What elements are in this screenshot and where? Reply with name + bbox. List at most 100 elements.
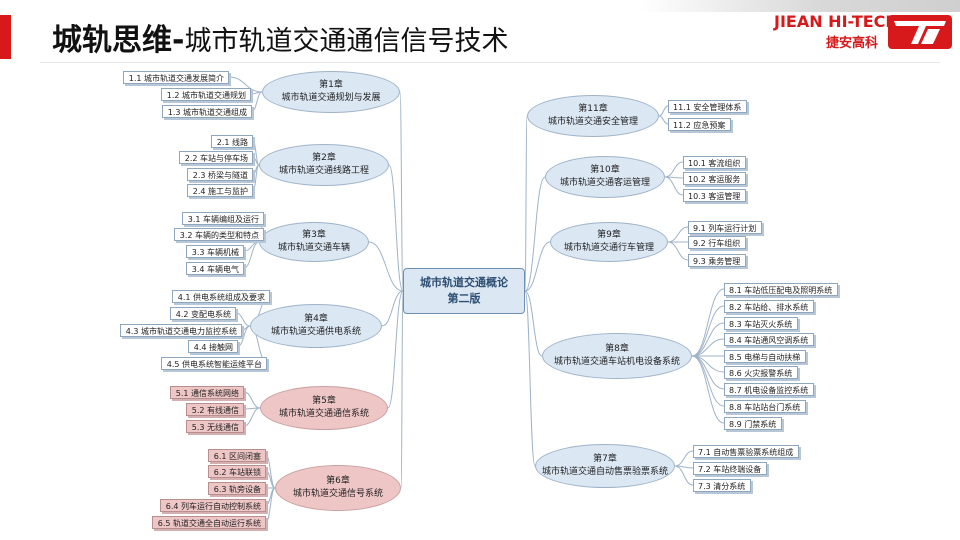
- connector-c9-1: [667, 226, 689, 243]
- topic-c2-3[interactable]: 2.3 桥梁与隧道: [187, 168, 253, 181]
- topic-c8-4[interactable]: 8.4 车站通风空调系统: [724, 333, 814, 346]
- topic-c5-3[interactable]: 5.3 无线通信: [186, 420, 244, 433]
- topic-c6-1[interactable]: 6.1 区间闭塞: [208, 449, 266, 462]
- chapter-node-c10[interactable]: 第10章城市轨道交通客运管理: [545, 156, 665, 198]
- chapter-number: 第4章: [304, 314, 328, 324]
- connector-c10-3: [664, 176, 684, 196]
- topic-c7-3[interactable]: 7.3 清分系统: [693, 479, 751, 492]
- connector-center-c9: [524, 241, 551, 292]
- connector-c6-5: [265, 487, 276, 523]
- company-logo-subtext: 捷安高科: [826, 36, 879, 51]
- connector-center-c6: [400, 290, 404, 489]
- topic-c2-4[interactable]: 2.4 施工与监护: [187, 184, 253, 197]
- chapter-node-c6[interactable]: 第6章城市轨道交通信号系统: [275, 465, 401, 511]
- chapter-node-c2[interactable]: 第2章城市轨道交通线路工程: [259, 144, 389, 186]
- chapter-node-c11[interactable]: 第11章城市轨道交通安全管理: [527, 95, 659, 137]
- topic-c5-1[interactable]: 5.1 通信系统网络: [170, 386, 244, 399]
- topic-c11-1[interactable]: 11.1 安全管理体系: [668, 100, 747, 113]
- chapter-title: 城市轨道交通线路工程: [278, 166, 369, 176]
- connector-center-c3: [368, 241, 404, 292]
- connector-c10-1: [664, 161, 684, 178]
- topic-c9-3[interactable]: 9.3 乘务管理: [688, 254, 746, 267]
- connector-center-c1: [399, 91, 404, 292]
- connector-c1-3: [251, 91, 263, 112]
- topic-c8-7[interactable]: 8.7 机电设备监控系统: [724, 383, 814, 396]
- chapter-node-c9[interactable]: 第9章城市轨道交通行车管理: [550, 222, 668, 262]
- chapter-number: 第9章: [597, 230, 621, 240]
- topic-c8-5[interactable]: 8.5 电梯与自动扶梯: [724, 350, 806, 363]
- topic-c7-1[interactable]: 7.1 自动售票验票系统组成: [693, 445, 799, 458]
- connector-c5-1: [243, 391, 261, 409]
- topic-c3-2[interactable]: 3.2 车辆的类型和特点: [174, 228, 264, 241]
- topic-c11-2[interactable]: 11.2 应急预案: [668, 118, 731, 131]
- topic-c4-1[interactable]: 4.1 供电系统组成及要求: [172, 290, 270, 303]
- chapter-number: 第1章: [319, 80, 343, 90]
- central-topic[interactable]: 城市轨道交通概论 第二版: [403, 268, 525, 314]
- topic-c8-9[interactable]: 8.9 门禁系统: [724, 417, 782, 430]
- topic-c8-1[interactable]: 8.1 车站低压配电及照明系统: [724, 283, 838, 296]
- topic-c3-3[interactable]: 3.3 车辆机械: [186, 245, 244, 258]
- chapter-number: 第7章: [593, 454, 617, 464]
- chapter-title: 城市轨道交通行车管理: [563, 243, 654, 253]
- topic-c9-1[interactable]: 9.1 列车运行计划: [688, 221, 762, 234]
- chapter-title: 城市轨道交通供电系统: [270, 327, 361, 337]
- topic-c8-2[interactable]: 8.2 车站给、排水系统: [724, 300, 814, 313]
- connector-center-c10: [524, 176, 546, 292]
- chapter-title: 城市轨道交通客运管理: [559, 178, 650, 188]
- central-topic-line1: 城市轨道交通概论: [420, 276, 508, 289]
- page-title: 城轨思维-城市轨道交通通信信号技术: [52, 22, 508, 61]
- chapter-title: 城市轨道交通信号系统: [292, 489, 383, 499]
- connector-center-c2: [388, 164, 404, 292]
- chapter-title: 城市轨道交通车站机电设备系统: [553, 357, 680, 367]
- topic-c2-2[interactable]: 2.2 车站与停车场: [179, 151, 253, 164]
- topic-c6-2[interactable]: 6.2 车站联锁: [208, 465, 266, 478]
- topic-c6-4[interactable]: 6.4 列车运行自动控制系统: [160, 499, 266, 512]
- connector-center-c4: [381, 290, 404, 327]
- chapter-title: 城市轨道交通车辆: [277, 243, 350, 253]
- topic-c4-3[interactable]: 4.3 城市轨道交通电力监控系统: [120, 324, 242, 337]
- topic-c4-4[interactable]: 4.4 接触网: [188, 340, 238, 353]
- chapter-title: 城市轨道交通安全管理: [547, 117, 638, 127]
- topic-c1-2[interactable]: 1.2 城市轨道交通规划: [161, 88, 251, 101]
- connector-c1-1: [228, 76, 263, 93]
- chapter-node-c3[interactable]: 第3章城市轨道交通车辆: [259, 222, 369, 262]
- connector-c11-1: [658, 105, 669, 117]
- chapter-node-c1[interactable]: 第1章城市轨道交通规划与发展: [262, 71, 400, 113]
- topic-c3-1[interactable]: 3.1 车辆编组及运行: [182, 212, 264, 225]
- topic-c10-1[interactable]: 10.1 客流组织: [683, 156, 746, 169]
- topic-c1-1[interactable]: 1.1 城市轨道交通发展简介: [123, 71, 229, 84]
- topic-c8-8[interactable]: 8.8 车站站台门系统: [724, 400, 806, 413]
- connector-c8-2: [691, 305, 725, 357]
- topic-c10-2[interactable]: 10.2 客运服务: [683, 172, 746, 185]
- topic-c4-5[interactable]: 4.5 供电系统智能运维平台: [161, 357, 267, 370]
- connector-center-c7: [524, 290, 536, 467]
- topic-c6-3[interactable]: 6.3 轨旁设备: [208, 482, 266, 495]
- topic-c1-3[interactable]: 1.3 城市轨道交通组成: [162, 105, 252, 118]
- connector-c9-3: [667, 241, 689, 261]
- chapter-title: 城市轨道交通自动售票验票系统: [541, 467, 668, 477]
- topic-c10-3[interactable]: 10.3 客运管理: [683, 189, 746, 202]
- topic-c9-2[interactable]: 9.2 行车组织: [688, 236, 746, 249]
- connector-c7-1: [674, 450, 694, 467]
- topic-c5-2[interactable]: 5.2 有线通信: [186, 403, 244, 416]
- connector-c4-2: [235, 312, 251, 327]
- topic-c8-3[interactable]: 8.3 车站灭火系统: [724, 317, 798, 330]
- chapter-node-c7[interactable]: 第7章城市轨道交通自动售票验票系统: [535, 444, 675, 488]
- topic-c3-4[interactable]: 3.4 车辆电气: [186, 262, 244, 275]
- connector-c11-2: [658, 115, 669, 125]
- topic-c7-2[interactable]: 7.2 车站终端设备: [693, 462, 767, 475]
- topic-c2-1[interactable]: 2.1 线路: [211, 135, 253, 148]
- connector-c4-4: [237, 325, 251, 347]
- chapter-number: 第2章: [312, 153, 336, 163]
- connector-c8-7: [691, 355, 725, 390]
- chapter-node-c5[interactable]: 第5章城市轨道交通通信系统: [260, 386, 388, 430]
- central-topic-line2: 第二版: [447, 292, 481, 305]
- connector-c7-3: [674, 465, 694, 486]
- topic-c4-2[interactable]: 4.2 变配电系统: [170, 307, 236, 320]
- chapter-node-c8[interactable]: 第8章城市轨道交通车站机电设备系统: [542, 333, 692, 379]
- header-divider: [40, 62, 940, 63]
- topic-c6-5[interactable]: 6.5 轨道交通全自动运行系统: [152, 516, 266, 529]
- topic-c8-6[interactable]: 8.6 火灾报警系统: [724, 366, 798, 379]
- connector-c2-4: [252, 164, 260, 191]
- chapter-node-c4[interactable]: 第4章城市轨道交通供电系统: [250, 304, 382, 348]
